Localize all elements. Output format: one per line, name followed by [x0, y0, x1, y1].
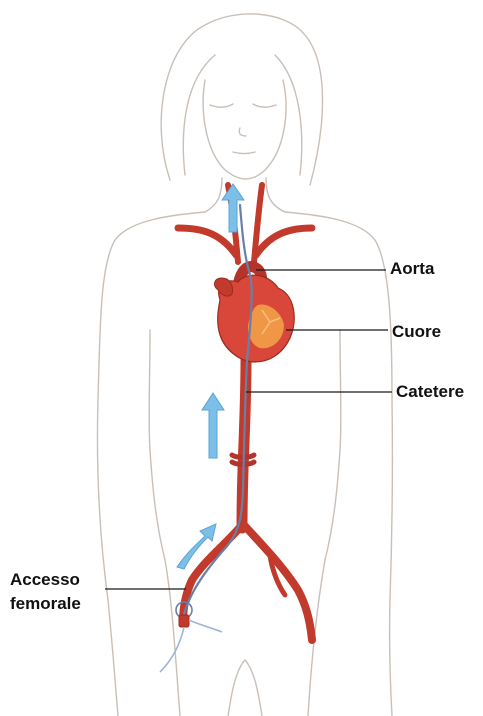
- left-subclavian: [178, 228, 236, 255]
- arrow-up-icon: [202, 393, 224, 458]
- left-torso-side: [149, 330, 180, 716]
- label-accesso-line1: Accesso: [10, 568, 130, 592]
- hair-outline: [161, 14, 322, 185]
- right-subclavian: [256, 228, 312, 255]
- nose: [239, 128, 246, 136]
- sheath-side-port: [189, 620, 222, 632]
- right-eye: [253, 104, 276, 107]
- face-outline: [203, 80, 286, 179]
- label-accesso-line2: femorale: [10, 592, 130, 616]
- inner-legs: [228, 660, 262, 716]
- sheath-icon: [160, 602, 222, 672]
- hair-inner-left: [183, 55, 215, 175]
- label-catetere: Catetere: [396, 381, 464, 403]
- neck-left: [205, 178, 222, 212]
- label-aorta: Aorta: [390, 258, 434, 280]
- label-cuore: Cuore: [392, 321, 441, 343]
- mouth: [233, 152, 255, 154]
- sheath-tube: [160, 627, 184, 672]
- right-torso-side: [308, 330, 341, 716]
- heart: [215, 275, 295, 362]
- sheath-hub: [179, 615, 189, 627]
- left-eye: [210, 104, 233, 107]
- label-accesso-femorale: Accesso femorale: [10, 568, 130, 616]
- hair-inner-right: [275, 55, 302, 175]
- neck-right: [266, 178, 285, 212]
